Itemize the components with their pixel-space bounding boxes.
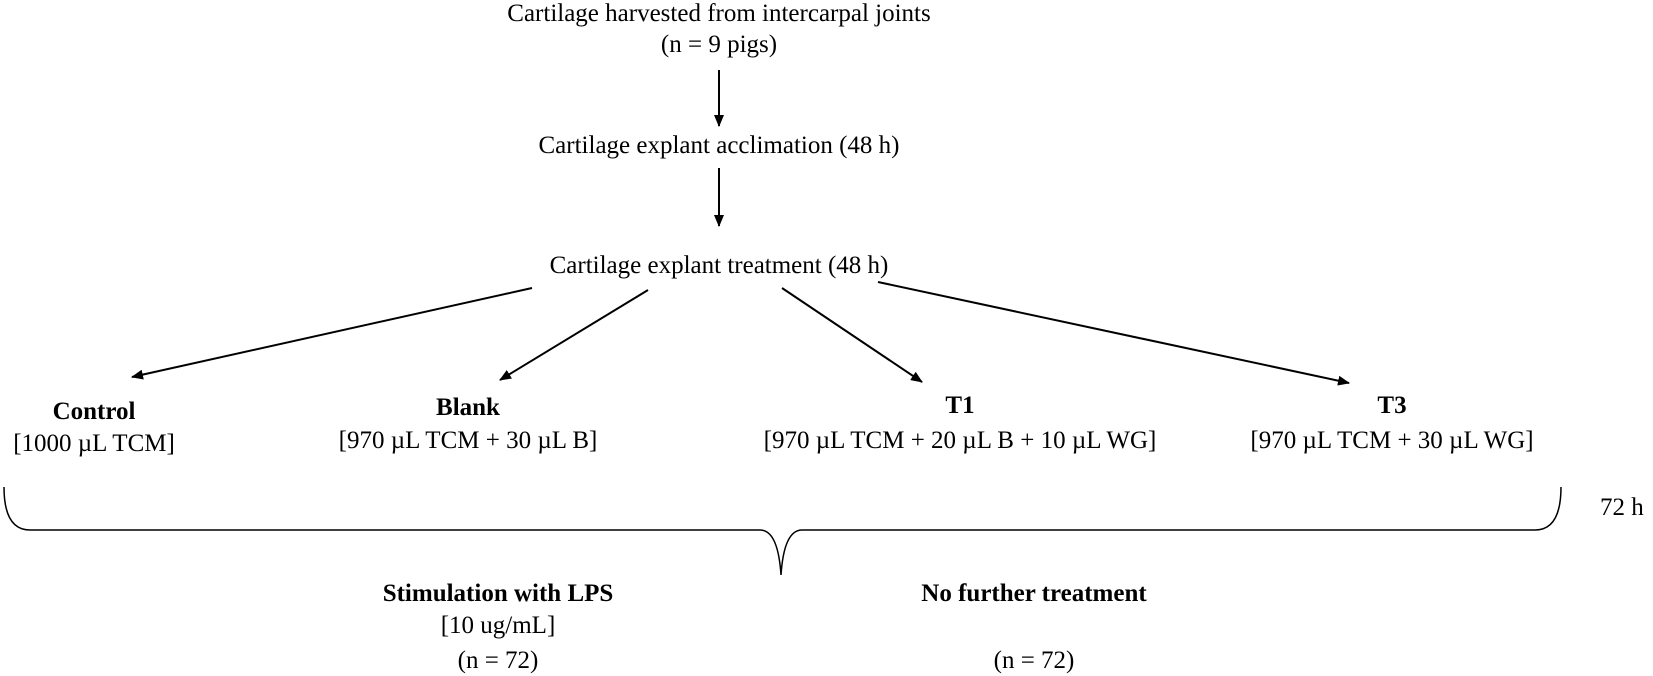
arrow-treatment-to-t1 xyxy=(781,287,923,383)
group-t1-detail: [970 µL TCM + 20 µL B + 10 µL WG] xyxy=(763,427,1157,454)
group-blank-detail: [970 µL TCM + 30 µL B] xyxy=(338,427,598,454)
outcome-lps-detail: [10 ug/mL] xyxy=(440,612,556,639)
outcome-none-name: No further treatment xyxy=(921,580,1147,607)
outcome-lps-name: Stimulation with LPS xyxy=(382,580,614,607)
arrow-treatment-to-blank xyxy=(499,289,649,381)
group-blank-name: Blank xyxy=(436,394,500,421)
group-t3-detail: [970 µL TCM + 30 µL WG] xyxy=(1250,427,1534,454)
group-control-detail: [1000 µL TCM] xyxy=(13,430,175,457)
harvest-count: (n = 9 pigs) xyxy=(660,31,778,58)
outcome-lps-count: (n = 72) xyxy=(457,647,539,674)
group-control-name: Control xyxy=(52,398,136,425)
arrow-treatment-to-control xyxy=(131,287,533,380)
outcome-none-count: (n = 72) xyxy=(993,647,1075,674)
duration-label: 72 h xyxy=(1600,494,1644,521)
harvest-title: Cartilage harvested from intercarpal joi… xyxy=(507,0,931,27)
grouping-brace xyxy=(3,486,1562,576)
group-t3-name: T3 xyxy=(1377,392,1407,419)
arrow-treatment-to-t3 xyxy=(877,281,1350,386)
acclimation-step: Cartilage explant acclimation (48 h) xyxy=(538,132,900,159)
group-t1-name: T1 xyxy=(945,392,975,419)
treatment-step: Cartilage explant treatment (48 h) xyxy=(549,252,889,279)
